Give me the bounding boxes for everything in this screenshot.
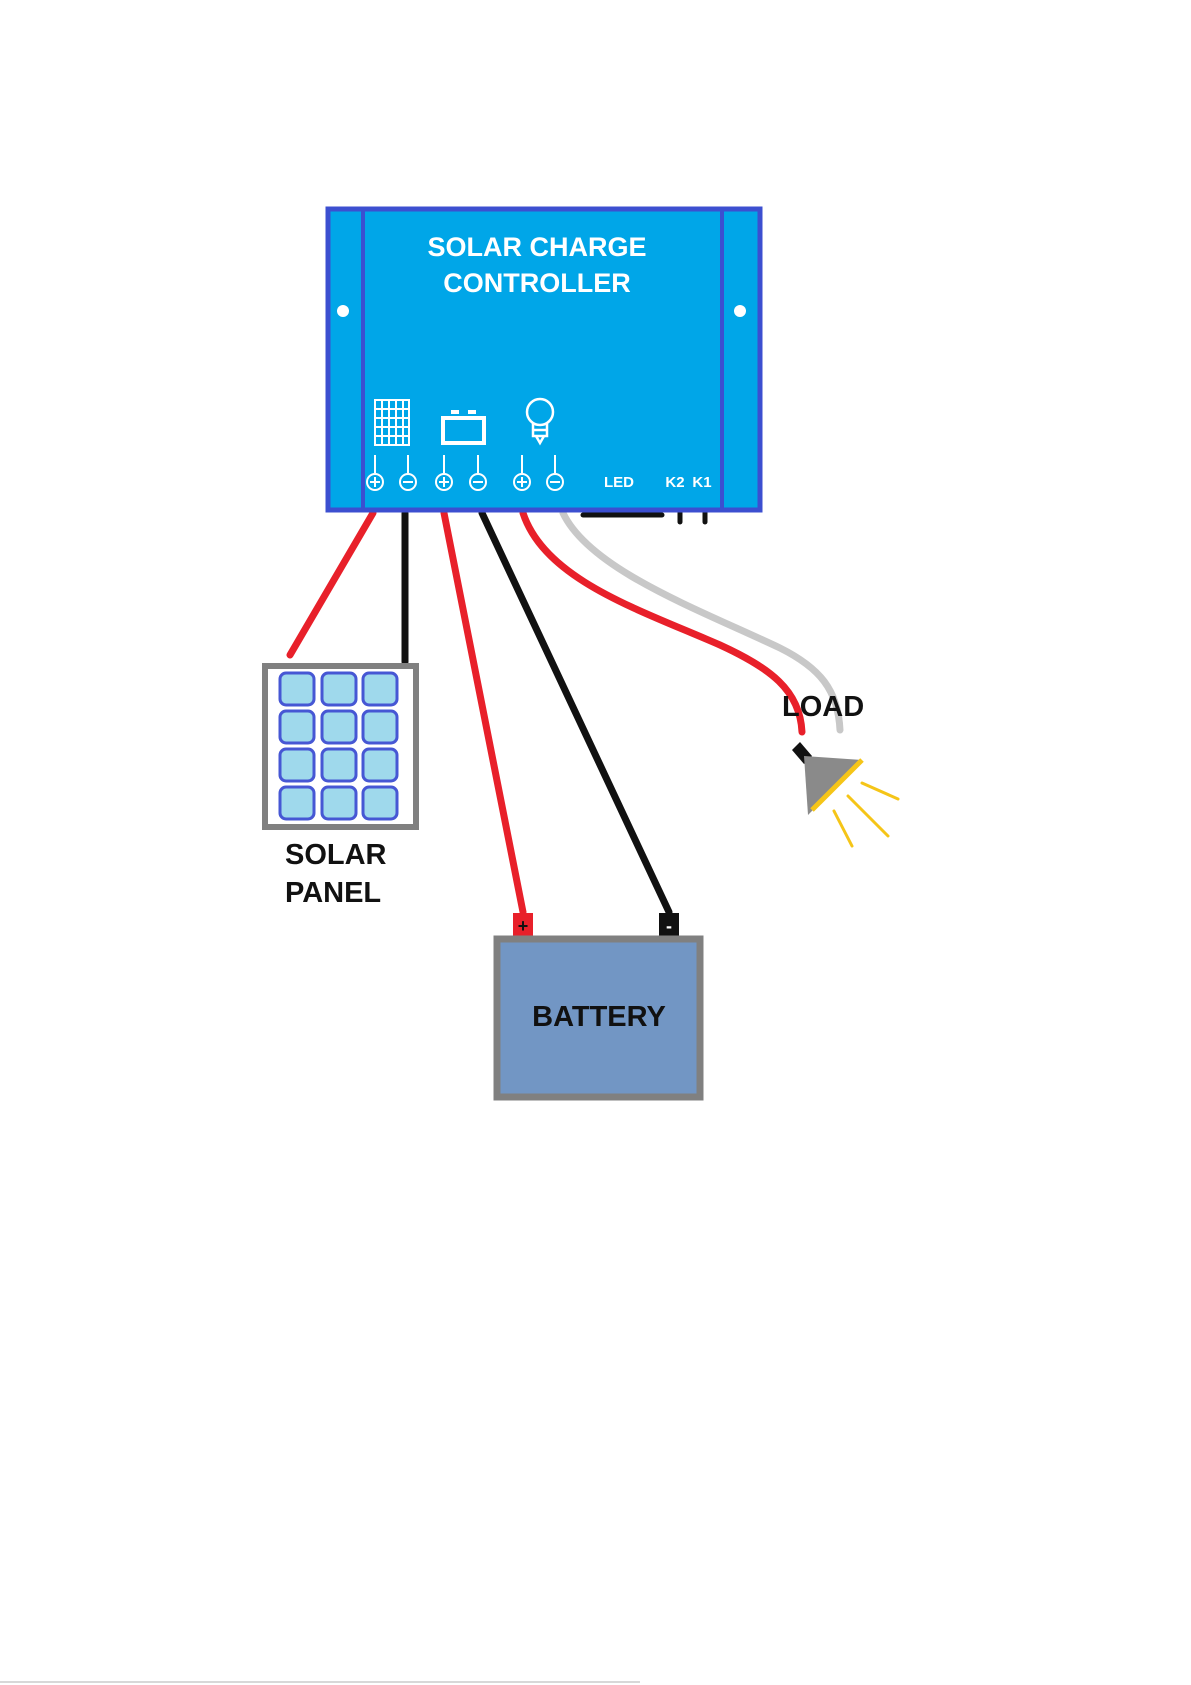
solar-cell (322, 749, 356, 781)
solar-cell (280, 711, 314, 743)
solar-panel: SOLAR PANEL (265, 666, 416, 909)
mount-hole-left (337, 305, 349, 317)
solar-cell (280, 787, 314, 819)
solar-cell (280, 749, 314, 781)
solar-cell (363, 749, 397, 781)
solar-positive-wire (290, 513, 373, 655)
charge-controller: SOLAR CHARGE CONTROLLER (328, 209, 760, 510)
solar-cell (363, 711, 397, 743)
k1-label: K1 (692, 474, 711, 491)
k2-label: K2 (665, 474, 684, 491)
solar-panel-label-line1: SOLAR (285, 839, 387, 871)
battery-minus-sign: - (666, 916, 672, 936)
load-label: LOAD (782, 691, 864, 723)
light-rays-icon (834, 783, 898, 846)
solar-cell (322, 673, 356, 705)
solar-cell (322, 787, 356, 819)
solar-cell (363, 673, 397, 705)
controller-title-line1: SOLAR CHARGE (427, 232, 646, 262)
solar-panel-label-line2: PANEL (285, 877, 381, 909)
load-positive-wire (523, 513, 802, 732)
battery: + - BATTERY (497, 913, 700, 1097)
mount-hole-right (734, 305, 746, 317)
solar-cell (280, 673, 314, 705)
led-label: LED (604, 474, 634, 491)
controller-title-line2: CONTROLLER (443, 268, 630, 298)
solar-cell (322, 711, 356, 743)
load: LOAD (782, 691, 898, 846)
battery-plus-sign: + (518, 916, 529, 936)
battery-label: BATTERY (532, 1001, 666, 1033)
solar-cell (363, 787, 397, 819)
